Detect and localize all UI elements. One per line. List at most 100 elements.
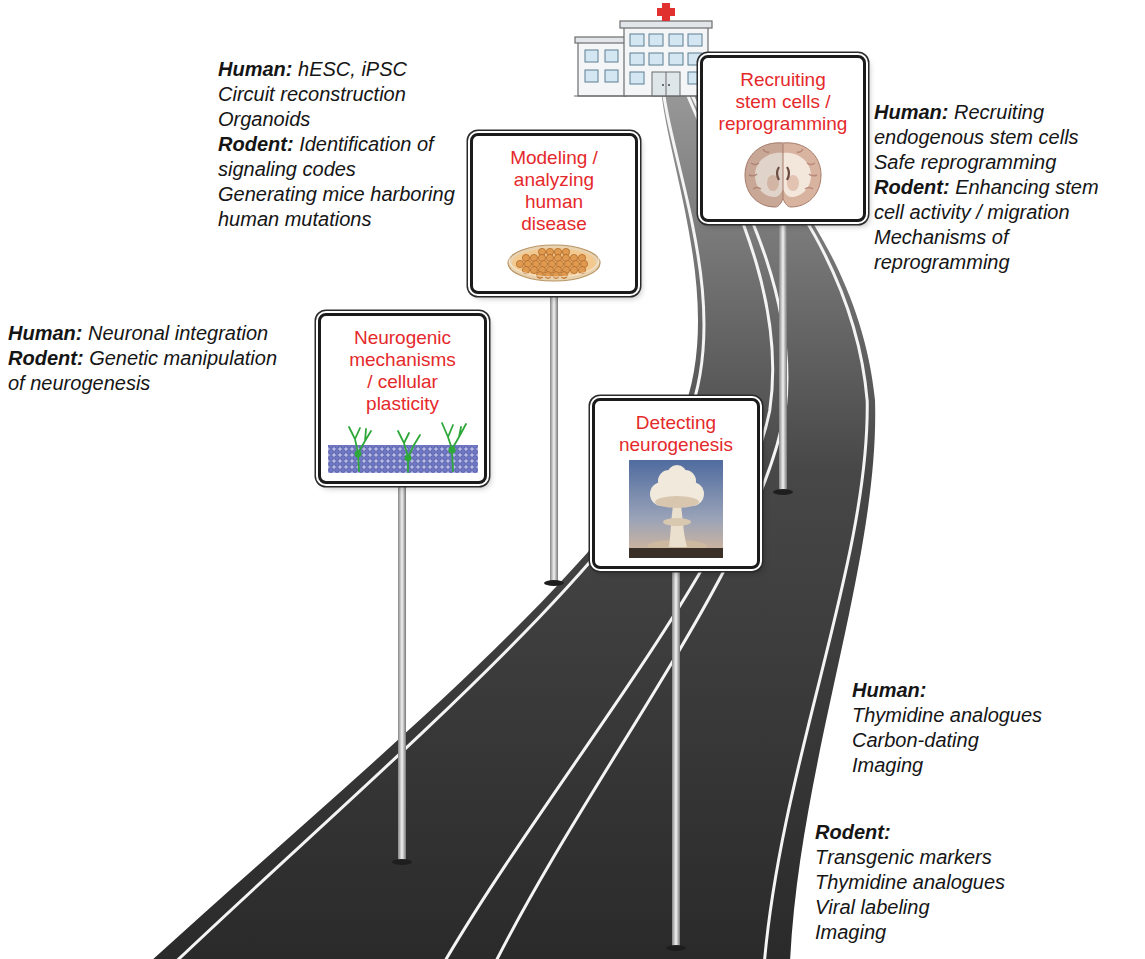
neuron-somata-part bbox=[354, 450, 361, 457]
sign-title: Detecting neurogenesis bbox=[614, 412, 738, 456]
petri-dish bbox=[506, 239, 602, 283]
species-heading: Human: bbox=[8, 322, 82, 344]
granule-layer bbox=[328, 445, 478, 473]
door-handle bbox=[668, 84, 670, 86]
hospital-windows-part bbox=[669, 53, 683, 65]
method-note: Viral labeling bbox=[815, 896, 930, 918]
annotation-line: Carbon-dating bbox=[852, 728, 1052, 753]
dish-highlight bbox=[509, 243, 599, 277]
road bbox=[150, 72, 875, 959]
annotation-line: Imaging bbox=[852, 753, 1052, 778]
sign-title: Modeling / analyzing human disease bbox=[499, 147, 609, 234]
method-note: Thymidine analogues bbox=[815, 871, 1005, 893]
cloud-cap-part bbox=[667, 465, 687, 485]
hospital-windows-part bbox=[649, 53, 663, 65]
annotation-line: Imaging bbox=[815, 920, 1045, 945]
method-note: Imaging bbox=[852, 754, 923, 776]
species-heading: Human: bbox=[874, 101, 948, 123]
road-sign: Detecting neurogenesis bbox=[592, 398, 760, 569]
granule-cells bbox=[328, 445, 478, 473]
method-note: Organoids bbox=[218, 108, 310, 130]
hospital-windows-part bbox=[630, 53, 644, 65]
annotation-block: Human:Recruiting endogenous stem cellsSa… bbox=[874, 100, 1129, 275]
new-neurons-part bbox=[442, 423, 466, 471]
new-neurons bbox=[349, 423, 466, 472]
hospital-main bbox=[624, 27, 708, 96]
method-note: Transgenic markers bbox=[815, 846, 992, 868]
annotation-block: Human: Neuronal integrationRodent:Genetic… bbox=[8, 321, 288, 396]
dish-medium bbox=[512, 248, 596, 278]
annotation-line: Rodent:Enhancing stem cell activity / mi… bbox=[874, 175, 1129, 225]
annotation-block: Rodent: Transgenic markersThymidine analo… bbox=[815, 820, 1045, 945]
annotation-line: Mechanisms of reprogramming bbox=[874, 225, 1129, 275]
mushroom-cloud-photo bbox=[629, 460, 723, 558]
annotation-line: Human: Neuronal integration bbox=[8, 321, 288, 346]
pole-base bbox=[773, 489, 793, 495]
annotation-line: Human: bbox=[852, 678, 1052, 703]
hospital-windows-part bbox=[585, 70, 598, 82]
annotation-block: Human: Thymidine analoguesCarbon-datingIm… bbox=[852, 678, 1052, 778]
method-note: Carbon-dating bbox=[852, 729, 979, 751]
neuron-somata bbox=[354, 446, 455, 461]
hospital-windows bbox=[585, 34, 702, 84]
method-note: hESC, iPSC bbox=[298, 58, 407, 80]
hospital-base bbox=[574, 95, 712, 96]
cloud-underside bbox=[655, 496, 699, 508]
annotation-line: Safe reprogramming bbox=[874, 150, 1129, 175]
hospital-roof bbox=[620, 21, 712, 28]
annotation-line: Rodent:Genetic manipulation of neurogene… bbox=[8, 346, 288, 396]
pole-base bbox=[544, 580, 564, 586]
door-split bbox=[666, 72, 667, 96]
cell-colony-part bbox=[516, 260, 523, 267]
annotation-line: Viral labeling bbox=[815, 895, 1045, 920]
road-sign: Neurogenic mechanisms / cellular plastic… bbox=[318, 313, 487, 484]
cloud-stem bbox=[669, 506, 687, 547]
hospital-wing bbox=[578, 42, 626, 96]
neuron-somata-part bbox=[448, 446, 455, 453]
method-note: Neuronal integration bbox=[88, 322, 268, 344]
new-neurons-part bbox=[349, 427, 371, 471]
red-cross-part bbox=[657, 8, 675, 16]
road-sign: Modeling / analyzing human disease bbox=[470, 133, 638, 294]
annotation-line: Human:hESC, iPSC bbox=[218, 57, 468, 82]
annotation-line: Organoids bbox=[218, 107, 468, 132]
sign-title: Recruiting stem cells / reprogramming bbox=[718, 69, 849, 135]
hospital-door bbox=[652, 72, 680, 96]
cloud-ring bbox=[663, 518, 691, 526]
ground bbox=[629, 548, 723, 558]
hospital-windows-part bbox=[669, 34, 683, 46]
annotation-line: Circuit reconstruction bbox=[218, 82, 468, 107]
annotation-line: Thymidine analogues bbox=[852, 703, 1052, 728]
species-heading: Rodent: bbox=[815, 821, 891, 843]
method-note: Safe reprogramming bbox=[874, 151, 1056, 173]
annotation-line: Rodent: bbox=[815, 820, 1045, 845]
sign-poles bbox=[392, 150, 793, 951]
hospital-windows-part bbox=[585, 50, 598, 62]
sky bbox=[629, 460, 723, 558]
annotation-line: Rodent:Identification of signaling codes bbox=[218, 132, 468, 182]
annotation-block: Human:hESC, iPSCCircuit reconstructionOr… bbox=[218, 57, 468, 232]
species-heading: Rodent: bbox=[218, 133, 294, 155]
hospital-windows-part bbox=[605, 50, 618, 62]
road-sign: Recruiting stem cells / reprogramming bbox=[700, 55, 866, 222]
cell-colony-part bbox=[570, 266, 577, 273]
brain-photo-half bbox=[745, 143, 783, 207]
species-heading: Rodent: bbox=[874, 176, 950, 198]
cell-colony-part bbox=[561, 271, 568, 278]
species-heading: Rodent: bbox=[8, 347, 84, 369]
neuron-layer bbox=[328, 419, 478, 473]
cell-colony-part bbox=[530, 266, 537, 273]
neuron-somata-part bbox=[404, 454, 411, 461]
method-note: Imaging bbox=[815, 921, 886, 943]
new-neurons-part bbox=[398, 431, 420, 472]
annotation-line: Thymidine analogues bbox=[815, 870, 1045, 895]
hospital-windows-part bbox=[605, 70, 618, 82]
hospital-icon bbox=[574, 3, 712, 96]
method-note: Thymidine analogues bbox=[852, 704, 1042, 726]
pole-base bbox=[392, 859, 412, 865]
door-handle bbox=[662, 84, 664, 86]
red-cross bbox=[657, 3, 675, 21]
hospital-windows-part bbox=[649, 34, 663, 46]
dish-rim bbox=[508, 245, 600, 281]
species-heading: Human: bbox=[852, 679, 926, 701]
